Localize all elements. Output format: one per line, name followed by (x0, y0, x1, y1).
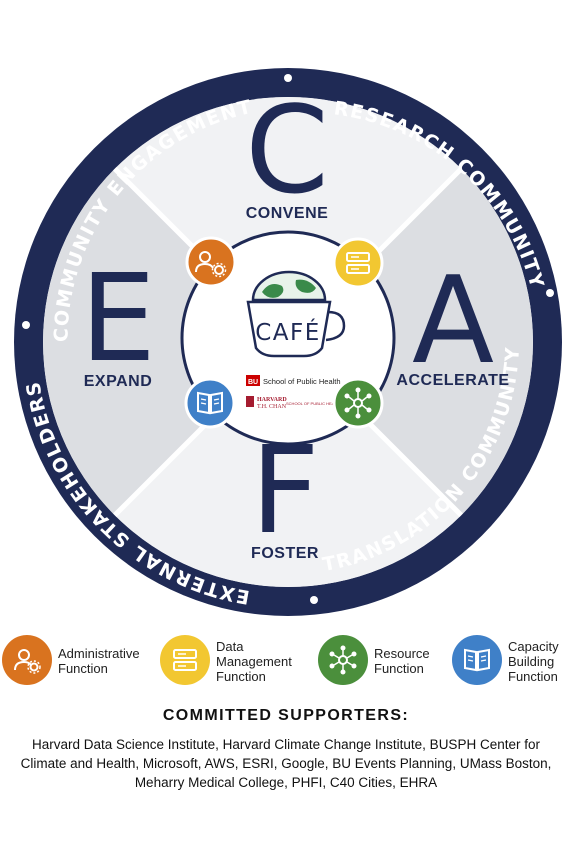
network-hub-icon (318, 635, 368, 685)
harvard-shield-icon (246, 396, 254, 407)
legend-label: Resource Function (374, 646, 430, 676)
server-icon (332, 237, 384, 289)
globe-cup-logo (246, 270, 346, 358)
ring-dot (546, 289, 554, 297)
legend-label: Data Management Function (216, 638, 292, 684)
letter-e: E (80, 250, 156, 389)
server-icon (160, 635, 210, 685)
label-accelerate: ACCELERATE (396, 372, 509, 389)
harvard-wordmark: HARVARD (257, 397, 287, 403)
legend-label: Capacity Building Function (508, 638, 559, 684)
ring-dot (22, 321, 30, 329)
admin-gear-icon (185, 236, 237, 288)
admin-gear-icon (2, 635, 52, 685)
supporters-title: COMMITTED SUPPORTERS: (162, 707, 410, 724)
letter-c: C (245, 82, 329, 221)
bu-sph-wordmark: School of Public Health (263, 377, 341, 386)
legend-label: Administrative Function (58, 646, 140, 676)
supporters-list: Harvard Data Science Institute, Harvard … (20, 737, 552, 790)
bu-logo (246, 375, 260, 386)
quadrant-convene (114, 97, 462, 342)
bu-logo-text: BU (248, 379, 258, 386)
book-icon (184, 377, 236, 429)
cafe-framework-diagram: COMMUNITY ENGAGEMENT RESEARCH COMMUNITY … (14, 68, 562, 616)
quadrant-foster (114, 342, 462, 587)
label-foster: FOSTER (251, 545, 319, 562)
harvard-chan-wordmark: T.H. CHAN (257, 404, 287, 410)
ring-dot (284, 74, 292, 82)
label-convene: CONVENE (246, 205, 329, 222)
book-icon (452, 635, 502, 685)
quadrant-expand (43, 168, 289, 516)
network-hub-icon (332, 377, 384, 429)
harvard-sph-wordmark: SCHOOL OF PUBLIC HEALTH (286, 401, 342, 406)
ring-dot (310, 596, 318, 604)
cafe-logo-text: CAFÉ (255, 318, 321, 346)
label-expand: EXPAND (84, 373, 153, 390)
quadrant-accelerate (288, 168, 533, 516)
letter-a: A (412, 252, 494, 391)
function-legend: Administrative Function Data Management … (0, 630, 572, 692)
